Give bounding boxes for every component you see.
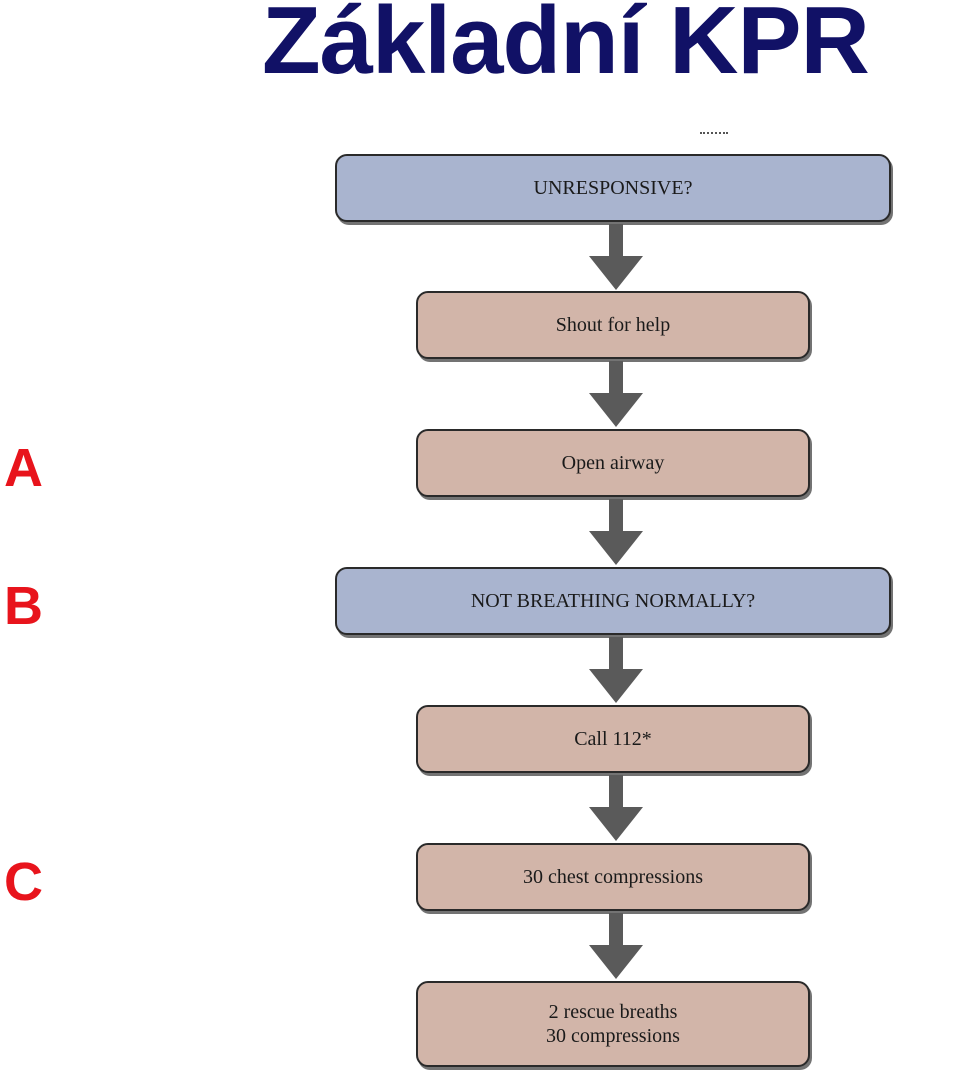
arrow-down-icon	[587, 499, 645, 565]
cropped-mark	[700, 132, 728, 137]
page-title: Základní KPR	[262, 0, 870, 94]
arrow-down-icon	[587, 361, 645, 427]
step-label: UNRESPONSIVE?	[533, 177, 693, 199]
step-unresponsive: UNRESPONSIVE?	[335, 154, 891, 222]
arrow-down-icon	[587, 775, 645, 841]
step-rescue-breaths: 2 rescue breaths 30 compressions	[416, 981, 810, 1067]
arrow-down-icon	[587, 913, 645, 979]
side-label-a: A	[4, 438, 43, 498]
side-label-b: B	[4, 576, 43, 636]
step-not-breathing-normally: NOT BREATHING NORMALLY?	[335, 567, 891, 635]
step-chest-compressions: 30 chest compressions	[416, 843, 810, 911]
side-label-c: C	[4, 852, 43, 912]
step-label: Shout for help	[555, 314, 671, 336]
step-shout-for-help: Shout for help	[416, 291, 810, 359]
step-call-112: Call 112*	[416, 705, 810, 773]
step-label: Open airway	[561, 452, 665, 474]
step-label: NOT BREATHING NORMALLY?	[470, 590, 756, 612]
step-label: Call 112*	[574, 728, 652, 750]
step-open-airway: Open airway	[416, 429, 810, 497]
step-label: 30 chest compressions	[523, 866, 703, 888]
arrow-down-icon	[587, 224, 645, 290]
arrow-down-icon	[587, 637, 645, 703]
step-label: 2 rescue breaths 30 compressions	[546, 1001, 680, 1047]
